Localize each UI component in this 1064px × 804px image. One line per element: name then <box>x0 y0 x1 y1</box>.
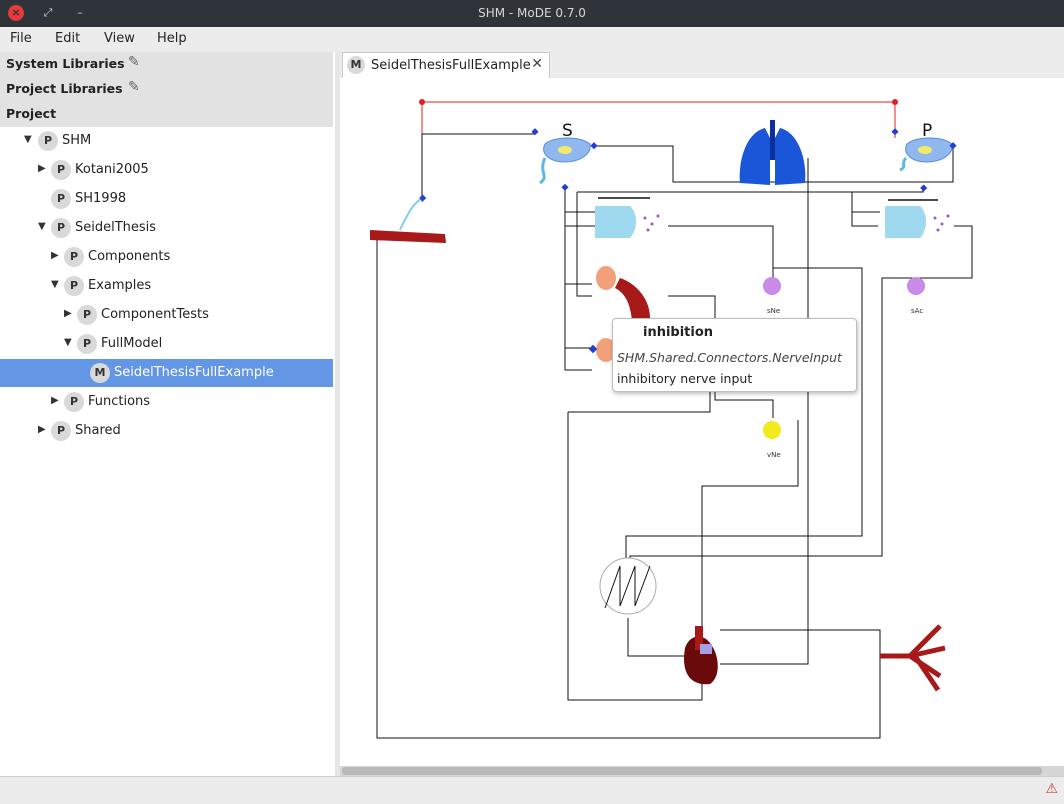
package-icon: P <box>77 305 97 325</box>
tree-node-label: SHM <box>62 133 92 148</box>
package-icon: P <box>51 160 71 180</box>
package-icon: P <box>51 421 71 441</box>
menu-bar: File Edit View Help <box>0 27 1064 53</box>
close-tab-icon[interactable]: ✕ <box>531 56 543 72</box>
diagram-canvas[interactable]: S P sNe <box>340 78 1064 766</box>
tree-node-functions[interactable]: ▶ P Functions <box>0 388 333 416</box>
tree-node-components[interactable]: ▶ P Components <box>0 243 333 271</box>
pencil-icon[interactable]: ✎ <box>128 54 140 70</box>
chevron-right-icon[interactable]: ▶ <box>51 250 59 261</box>
chevron-right-icon[interactable]: ▶ <box>64 308 72 319</box>
project-label: Project <box>6 106 57 121</box>
sne-label: sNe <box>767 307 780 315</box>
arteries-icon[interactable] <box>880 624 946 692</box>
tree-node-label: Kotani2005 <box>75 162 149 177</box>
window-title: SHM - MoDE 0.7.0 <box>478 6 586 20</box>
tooltip-description: inhibitory nerve input <box>617 371 753 386</box>
project-libraries-header[interactable]: Project Libraries ✎ <box>0 77 333 102</box>
project-sidebar: System Libraries ✎ Project Libraries ✎ P… <box>0 52 336 776</box>
vne-label: vNe <box>767 451 781 459</box>
package-icon: P <box>51 218 71 238</box>
sne-node[interactable]: sNe <box>763 277 781 315</box>
tree-node-fullmodel[interactable]: ▼ P FullModel <box>0 330 333 358</box>
package-icon: P <box>64 247 84 267</box>
chevron-down-icon[interactable]: ▼ <box>38 221 46 232</box>
tree-node-shared[interactable]: ▶ P Shared <box>0 417 333 445</box>
tooltip-class: SHM.Shared.Connectors.NerveInput <box>617 350 842 365</box>
tree-node-shm[interactable]: ▼ P SHM <box>0 127 333 155</box>
chevron-down-icon[interactable]: ▼ <box>64 337 72 348</box>
tree-node-label: Shared <box>75 423 121 438</box>
notification-icon[interactable]: ⚠ <box>1045 781 1058 797</box>
sac-label: sAc <box>911 307 923 315</box>
menu-view[interactable]: View <box>104 31 135 46</box>
chevron-down-icon[interactable]: ▼ <box>24 134 32 145</box>
title-bar: × ⤢ – SHM - MoDE 0.7.0 <box>0 0 1064 27</box>
status-bar: ⚠ <box>0 776 1064 804</box>
chevron-right-icon[interactable]: ▶ <box>51 395 59 406</box>
sympathetic-neuron-icon[interactable]: S <box>539 121 591 185</box>
connector-dots <box>419 128 957 354</box>
connector-tooltip: inhibition SHM.Shared.Connectors.NerveIn… <box>612 318 857 392</box>
menu-file[interactable]: File <box>10 31 32 46</box>
p-label: P <box>922 121 932 141</box>
split-pane-divider[interactable] <box>335 52 340 776</box>
package-icon: P <box>77 334 97 354</box>
synapse-icon[interactable] <box>595 206 660 238</box>
tree-node-label: FullModel <box>101 336 163 351</box>
project-libraries-label: Project Libraries <box>6 81 123 96</box>
minimize-icon[interactable]: – <box>77 6 83 19</box>
tab-label: SeidelThesisFullExample <box>371 58 531 73</box>
s-label: S <box>562 121 573 141</box>
model-icon: M <box>90 363 110 383</box>
cardiac-node-icon[interactable] <box>596 338 616 362</box>
tree-node-label: ComponentTests <box>101 307 209 322</box>
pencil-icon[interactable]: ✎ <box>128 79 140 95</box>
chevron-right-icon[interactable]: ▶ <box>38 424 46 435</box>
tree-node-label: SeidelThesis <box>75 220 157 235</box>
tree-node-kotani2005[interactable]: ▶ P Kotani2005 <box>0 156 333 184</box>
project-header[interactable]: Project <box>0 102 333 127</box>
package-icon: P <box>64 392 84 412</box>
tooltip-heading: inhibition <box>643 325 714 340</box>
tree-node-label: Components <box>88 249 171 264</box>
tree-node-label: SeidelThesisFullExample <box>114 365 274 380</box>
model-icon: M <box>347 56 365 74</box>
tree-node-seidelthesis[interactable]: ▼ P SeidelThesis <box>0 214 333 242</box>
chevron-down-icon[interactable]: ▼ <box>51 279 59 290</box>
tree-node-sh1998[interactable]: P SH1998 <box>0 185 333 213</box>
chevron-right-icon[interactable]: ▶ <box>38 163 46 174</box>
tree-node-seidelthesisfullexample[interactable]: M SeidelThesisFullExample <box>0 359 333 387</box>
vne-node[interactable]: vNe <box>763 421 781 459</box>
red-wire <box>421 101 896 202</box>
parasympathetic-neuron-icon[interactable]: P <box>899 121 953 172</box>
lungs-icon[interactable] <box>739 120 806 185</box>
diagram-svg[interactable]: S P sNe <box>340 78 1064 766</box>
system-libraries-header[interactable]: System Libraries ✎ <box>0 52 333 77</box>
synapse-icon[interactable] <box>885 206 950 238</box>
sinus-node-icon[interactable] <box>599 557 657 615</box>
maximize-icon[interactable]: ⤢ <box>43 6 53 19</box>
package-icon: P <box>38 131 58 151</box>
tree-node-label: SH1998 <box>75 191 127 206</box>
close-icon[interactable]: × <box>8 5 24 21</box>
tree-node-examples[interactable]: ▼ P Examples <box>0 272 333 300</box>
horizontal-scrollbar[interactable] <box>340 766 1064 776</box>
scrollbar-thumb[interactable] <box>342 767 1042 775</box>
tree-node-label: Functions <box>88 394 151 409</box>
blood-vessel-icon[interactable] <box>370 197 446 243</box>
menu-help[interactable]: Help <box>157 31 187 46</box>
connection-lines <box>376 133 973 739</box>
editor-tab-bar: M SeidelThesisFullExample ✕ <box>340 52 1064 79</box>
tree-node-label: Examples <box>88 278 152 293</box>
menu-edit[interactable]: Edit <box>55 31 81 46</box>
package-icon: P <box>51 189 71 209</box>
heart-icon[interactable] <box>684 626 718 685</box>
package-icon: P <box>64 276 84 296</box>
system-libraries-label: System Libraries <box>6 56 125 71</box>
cardiac-node-icon[interactable] <box>596 266 650 320</box>
sac-node[interactable]: sAc <box>907 277 925 315</box>
tree-node-componenttests[interactable]: ▶ P ComponentTests <box>0 301 333 329</box>
tab-seidelthesisfullexample[interactable]: M SeidelThesisFullExample ✕ <box>342 52 550 79</box>
